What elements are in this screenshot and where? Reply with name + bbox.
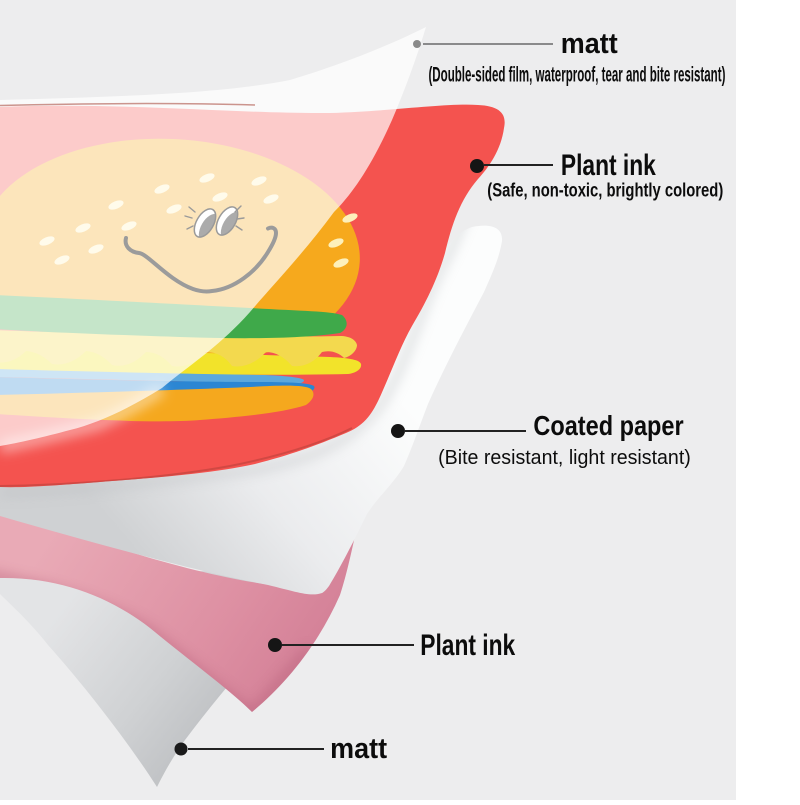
- svg-text:matt: matt: [561, 27, 618, 59]
- svg-text:matt: matt: [330, 732, 387, 764]
- svg-text:(Safe, non-toxic, brightly col: (Safe, non-toxic, brightly colored): [487, 180, 723, 201]
- svg-text:Plant ink: Plant ink: [420, 628, 515, 662]
- svg-text:Plant ink: Plant ink: [561, 148, 656, 182]
- svg-text:(Double-sided film, waterproof: (Double-sided film, waterproof, tear and…: [428, 63, 725, 87]
- svg-text:Coated paper: Coated paper: [533, 411, 683, 441]
- svg-text:(Bite resistant, light resista: (Bite resistant, light resistant): [438, 447, 691, 469]
